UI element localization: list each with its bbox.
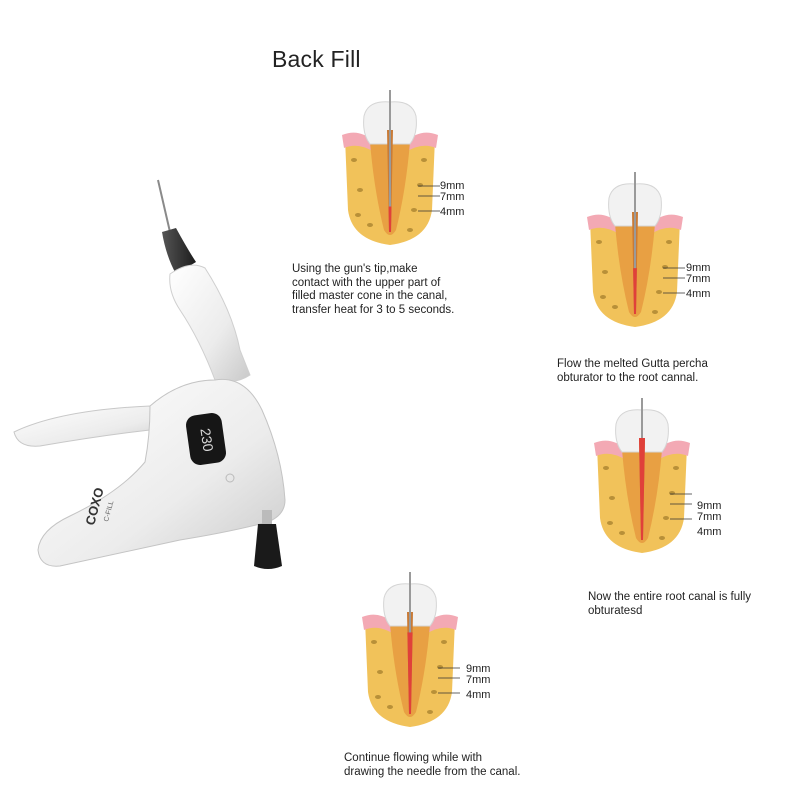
bone-pore [600,295,606,299]
bone-pore [377,670,383,674]
bone-pore [431,690,437,694]
step-2-label-4mm: 4mm [686,288,711,300]
bone-pore [663,516,669,520]
bone-pore [596,240,602,244]
step-4-caption: Continue flowing while with drawing the … [344,752,521,778]
step-4-label-9mm: 9mm [466,663,491,675]
nozzle [162,228,196,274]
step-4-tooth-diagram [362,572,460,727]
bone-pore [387,705,393,709]
bone-pore [355,213,361,217]
bone-pore [357,188,363,192]
bone-pore [417,183,423,187]
bone-pore [437,665,443,669]
bone-pore [602,270,608,274]
bone-pore [441,640,447,644]
trigger [13,405,171,447]
display-value: 230 [197,427,216,453]
step-1-label-4mm: 4mm [440,206,465,218]
step-3-caption: Now the entire root canal is fully obtur… [588,591,751,617]
gutta-percha-fill [639,438,645,540]
obturation-gun-illustration: 230 COXO C-FILL [13,179,286,569]
step-3-tooth-diagram [594,398,692,553]
bone-pore [371,640,377,644]
step-2-tooth-diagram [587,172,685,327]
gutta-percha-fill [388,206,392,232]
bone-pore [652,310,658,314]
gutta-percha-fill [633,268,637,314]
bone-pore [619,531,625,535]
gun-body [37,378,286,567]
step-4-label-4mm: 4mm [466,689,491,701]
step-3-label-7mm: 7mm [697,511,722,523]
bone-pore [375,695,381,699]
step-1-label-9mm: 9mm [440,180,465,192]
bone-pore [609,496,615,500]
rear-knob [254,524,282,569]
step-2-caption: Flow the melted Gutta percha obturator t… [557,358,708,384]
bone-pore [421,158,427,162]
bone-pore [607,521,613,525]
bone-pore [603,466,609,470]
page-title: Back Fill [272,46,361,72]
bone-pore [662,265,668,269]
bone-pore [411,208,417,212]
bone-pore [351,158,357,162]
display-panel [185,413,227,465]
step-4-label-7mm: 7mm [466,674,491,686]
step-1-label-7mm: 7mm [440,191,465,203]
bone-pore [407,228,413,232]
bone-pore [673,466,679,470]
needle-tip [157,179,171,233]
step-3-label-9mm: 9mm [697,500,722,512]
bone-pore [666,240,672,244]
bone-pore [656,290,662,294]
step-3-label-4mm: 4mm [697,526,722,538]
gutta-percha-fill [407,632,413,714]
step-1-caption: Using the gun's tip,make contact with th… [292,263,455,316]
bone-pore [427,710,433,714]
bone-pore [367,223,373,227]
bone-pore [669,491,675,495]
bone-pore [612,305,618,309]
step-2-label-7mm: 7mm [686,273,711,285]
step-2-label-9mm: 9mm [686,262,711,274]
step-1-tooth-diagram [342,90,440,245]
bone-pore [659,536,665,540]
